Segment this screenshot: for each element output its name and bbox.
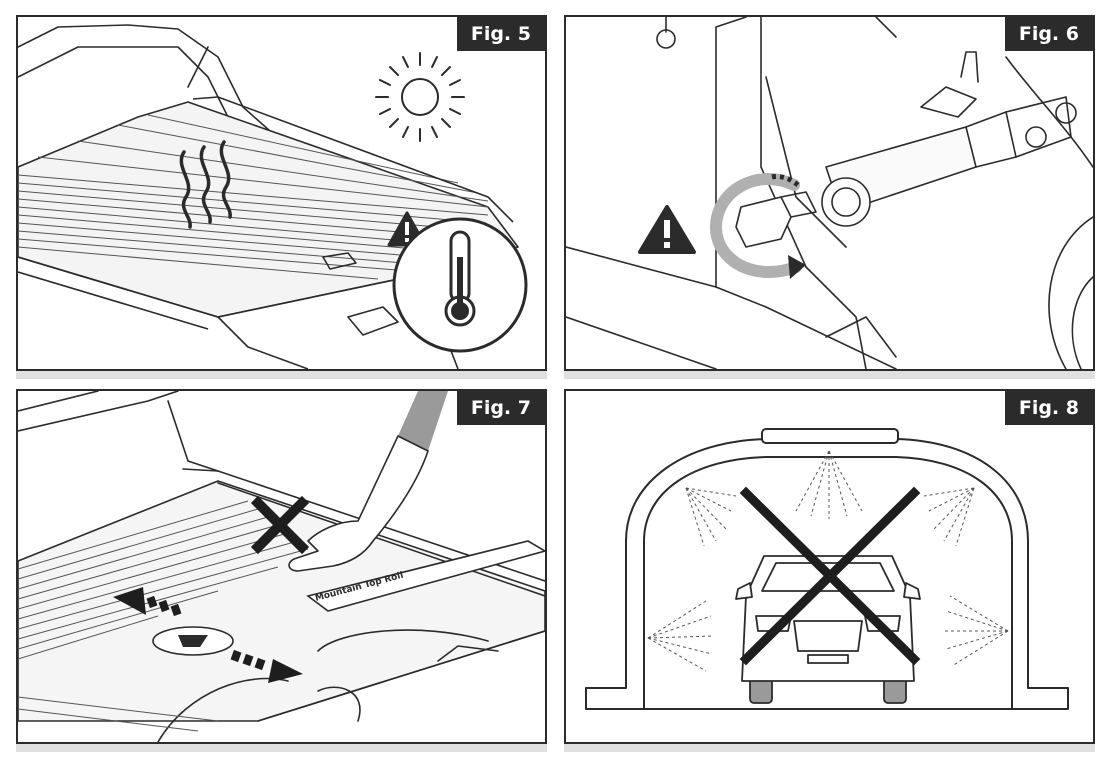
figure-7-illustration: Mountain Top Roll	[18, 391, 545, 742]
figure-5-panel: Fig. 5	[16, 15, 547, 371]
car-wash-gantry	[585, 438, 1069, 710]
slide-right-arrow-icon	[230, 649, 303, 683]
cross-icon	[250, 495, 310, 555]
top-nozzle-bar	[761, 428, 899, 444]
thermometer-icon	[392, 217, 528, 353]
slide-left-arrow-icon	[113, 587, 182, 617]
figure-8-panel: Fig. 8	[564, 389, 1095, 744]
figure-6-label: Fig. 6	[1004, 17, 1093, 51]
figure-6-panel: Fig. 6	[564, 15, 1095, 371]
arm	[398, 391, 448, 451]
figure-5-illustration	[18, 24, 528, 369]
cross-icon	[739, 486, 921, 666]
figure-7-shadow	[16, 744, 547, 752]
figure-6-shadow	[564, 371, 1095, 379]
warning-icon	[638, 205, 696, 254]
figure-8-shadow	[564, 744, 1095, 752]
figure-5-label: Fig. 5	[456, 17, 545, 51]
figure-7-label: Fig. 7	[456, 391, 545, 425]
figure-7-panel: Mountain Top Roll	[16, 389, 547, 744]
rotation-arrow-icon	[709, 173, 802, 278]
figure-8-label: Fig. 8	[1004, 391, 1093, 425]
figure-6-illustration	[566, 17, 1093, 369]
figure-8-illustration	[585, 428, 1069, 710]
figure-5-shadow	[16, 371, 547, 379]
